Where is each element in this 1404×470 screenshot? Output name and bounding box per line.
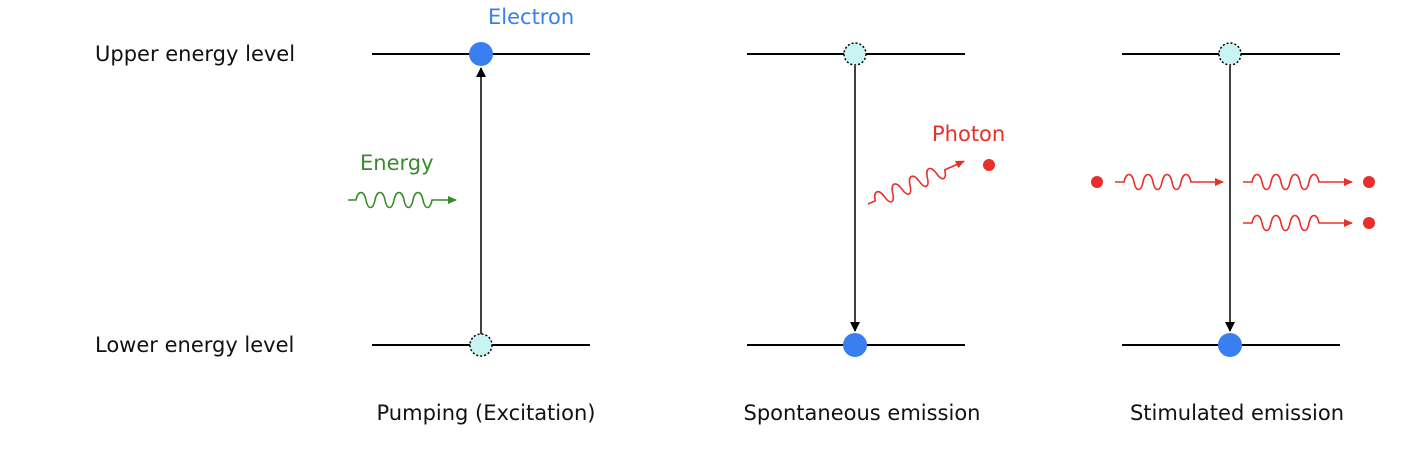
caption-pumping: Pumping (Excitation) <box>377 401 596 425</box>
electron-label: Electron <box>488 5 574 29</box>
emitted-photon-dot <box>1363 217 1375 229</box>
energy-wave-arrow <box>348 191 457 209</box>
caption-spontaneous: Spontaneous emission <box>743 401 980 425</box>
lower-level-label: Lower energy level <box>95 333 294 357</box>
electron-circle <box>843 333 867 357</box>
incoming-photon-wave <box>1115 173 1224 191</box>
emitted-photon-wave <box>1243 214 1353 232</box>
energy-label: Energy <box>360 151 434 175</box>
photon-wave-arrow <box>867 160 965 205</box>
photon-dot <box>983 159 995 171</box>
electron-circle <box>1218 333 1242 357</box>
panel-spontaneous: Photon <box>747 42 1005 357</box>
electron-circle <box>469 42 493 66</box>
panel-stimulated <box>1091 42 1375 357</box>
upper-level-label: Upper energy level <box>95 42 295 66</box>
empty-state-circle <box>843 42 867 66</box>
panel-pumping: Electron Energy <box>348 5 590 357</box>
outgoing-photon-dot <box>1363 176 1375 188</box>
photon-label: Photon <box>932 122 1005 146</box>
empty-state-circle <box>469 333 493 357</box>
caption-stimulated: Stimulated emission <box>1130 401 1344 425</box>
outgoing-photon-wave <box>1243 173 1353 191</box>
empty-state-circle <box>1218 42 1242 66</box>
incoming-photon-dot <box>1091 176 1103 188</box>
